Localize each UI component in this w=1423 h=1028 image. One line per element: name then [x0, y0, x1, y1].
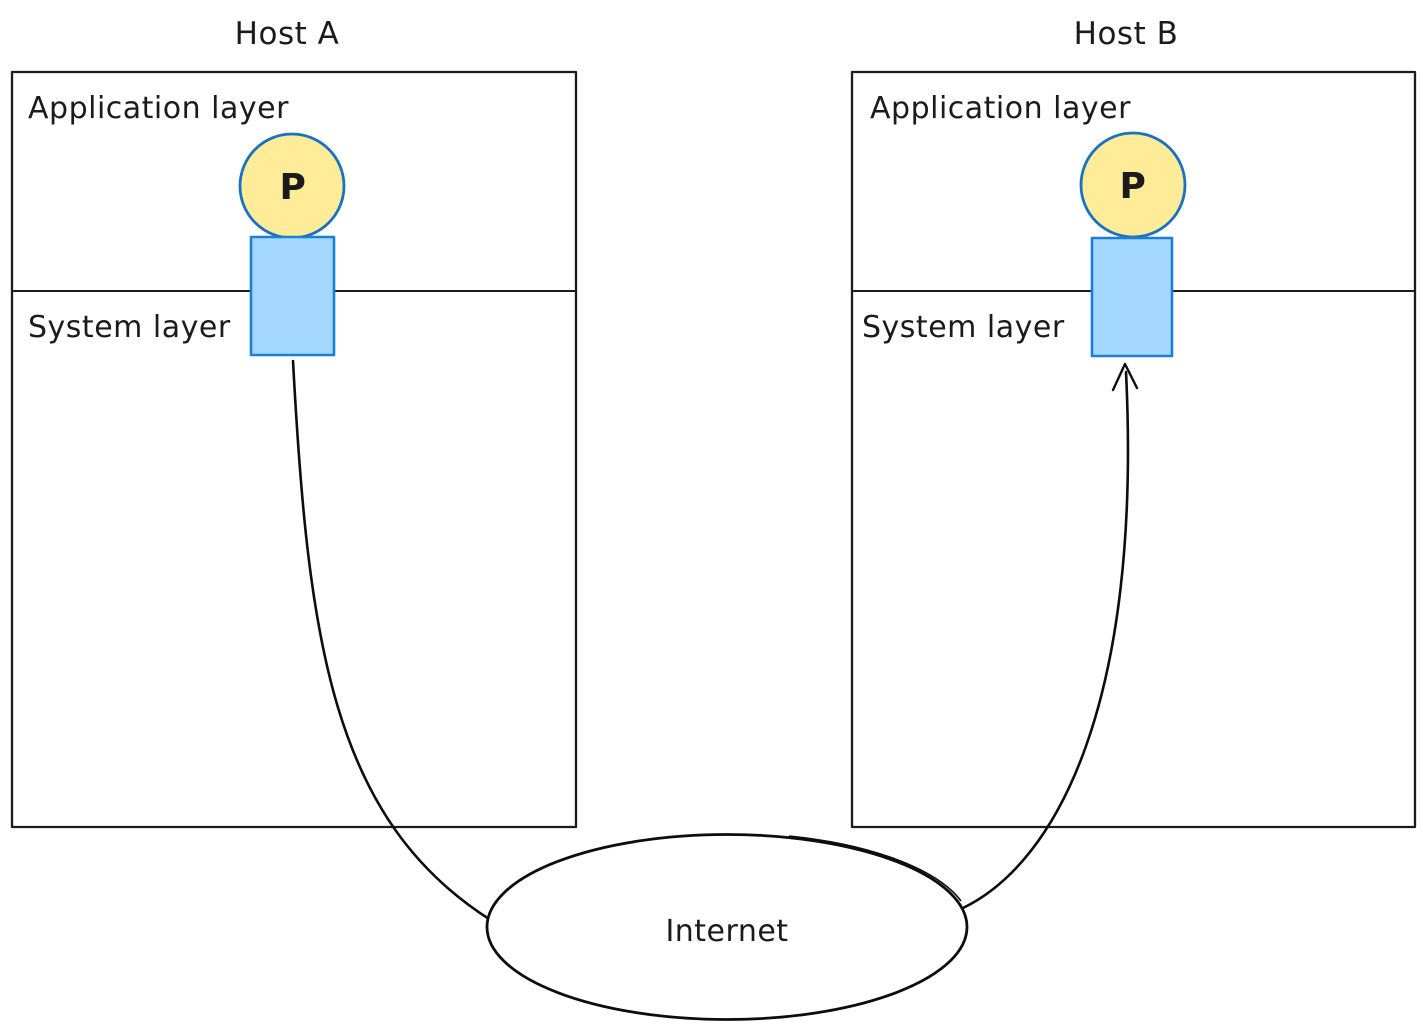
host-a-system-layer-label: System layer [28, 310, 231, 345]
host-b: Host B Application layer System layer [850, 16, 1417, 829]
host-b-box [850, 70, 1417, 829]
internet-node: Internet [485, 833, 969, 1021]
internet-ellipse-sketch-stroke [788, 835, 962, 902]
host-b-socket [1090, 236, 1174, 358]
connection-host-a-to-internet [291, 359, 491, 921]
host-a-process-label: P [280, 167, 307, 208]
host-a-application-layer-label: Application layer [28, 91, 289, 126]
host-a-socket [249, 235, 336, 357]
host-b-endpoint: P [1079, 131, 1187, 358]
arrow-up-icon [1111, 362, 1139, 392]
connection-internet-to-host-b [961, 370, 1130, 910]
host-b-process-label: P [1120, 166, 1147, 207]
internet-ellipse [485, 833, 969, 1021]
host-a: Host A Application layer System layer [10, 16, 578, 829]
internet-label: Internet [665, 914, 788, 949]
host-b-application-layer-label: Application layer [870, 91, 1131, 126]
host-b-title: Host B [1074, 16, 1179, 52]
host-a-endpoint: P [238, 132, 346, 357]
host-b-system-layer-label: System layer [862, 310, 1065, 345]
host-a-box [10, 70, 578, 829]
host-a-title: Host A [235, 16, 340, 52]
